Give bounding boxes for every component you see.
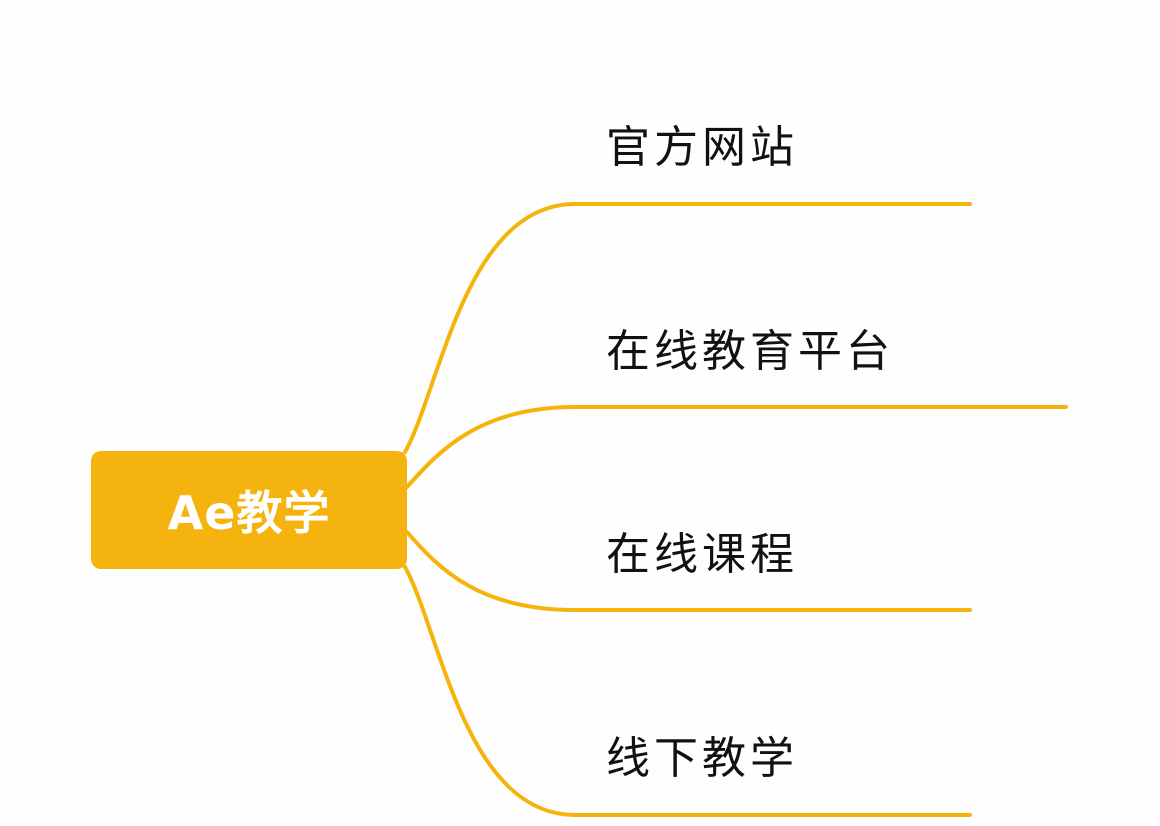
branch-label-official-website[interactable]: 官方网站 bbox=[606, 122, 798, 173]
branch-label-offline-teaching[interactable]: 线下教学 bbox=[606, 733, 798, 784]
branch-label-online-courses[interactable]: 在线课程 bbox=[606, 529, 798, 580]
connector-branch-3 bbox=[403, 565, 972, 817]
connector-branch-0 bbox=[403, 202, 972, 454]
root-node[interactable]: Ae教学 bbox=[91, 451, 407, 569]
branch-label-online-education-platform[interactable]: 在线教育平台 bbox=[606, 326, 894, 377]
connector-branch-1 bbox=[405, 405, 1068, 489]
connector-branch-2 bbox=[405, 530, 972, 612]
root-node-label: Ae教学 bbox=[167, 486, 331, 540]
